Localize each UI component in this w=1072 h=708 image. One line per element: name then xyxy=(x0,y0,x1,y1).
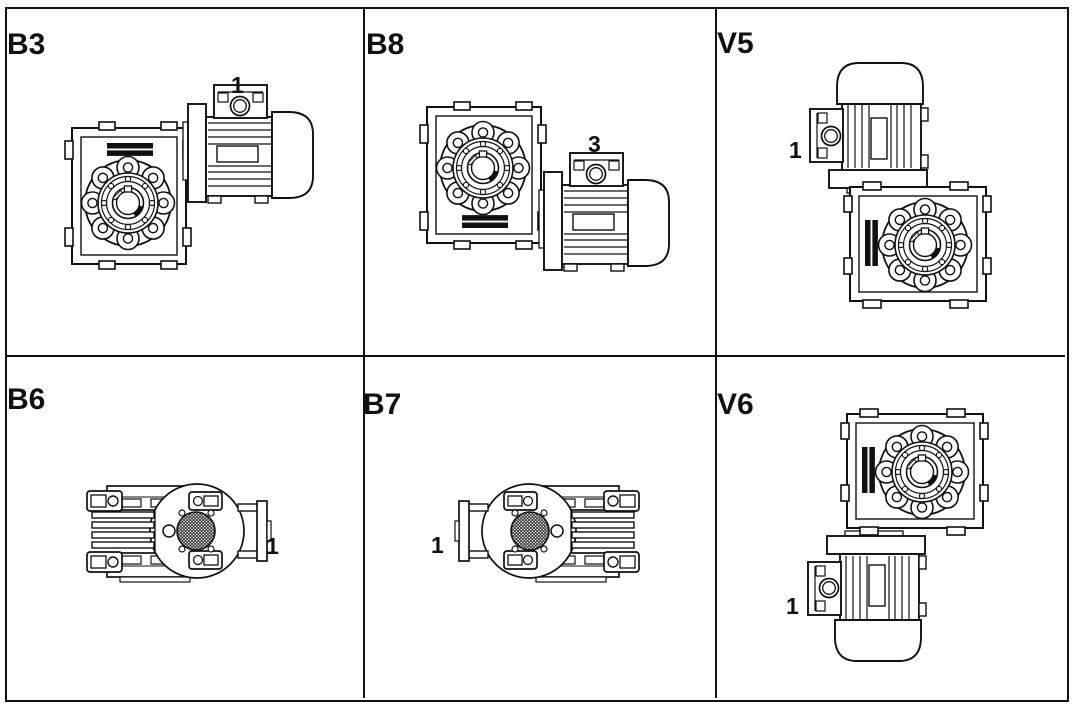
cell-label-b8: B8 xyxy=(366,28,405,61)
marker-v5: 1 xyxy=(789,137,802,163)
cell-label-b3: B3 xyxy=(7,28,46,61)
marker-b6: 1 xyxy=(266,533,279,559)
grid-divider-vertical-2 xyxy=(715,8,717,698)
grid-divider-vertical-1 xyxy=(363,8,365,698)
cell-label-v6: V6 xyxy=(717,388,754,421)
cell-label-v5: V5 xyxy=(717,27,754,60)
grid-divider-horizontal xyxy=(7,355,1065,357)
cell-label-b7: B7 xyxy=(363,388,402,421)
cell-label-b6: B6 xyxy=(7,383,46,416)
marker-b7: 1 xyxy=(431,532,444,558)
marker-b3: 1 xyxy=(231,72,244,98)
marker-b8: 3 xyxy=(588,131,601,157)
marker-v6: 1 xyxy=(786,593,799,619)
outer-frame xyxy=(5,7,1069,702)
